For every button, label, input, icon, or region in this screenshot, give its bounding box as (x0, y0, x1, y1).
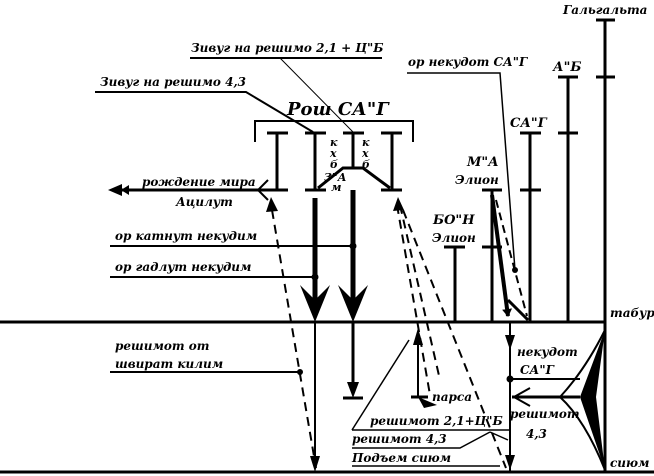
reshimot-right-num: 4,3 (526, 427, 547, 441)
sag-label: СА"Г (510, 116, 548, 131)
zivug-43-leader (95, 91, 314, 133)
kxb-right-x: х (361, 147, 369, 160)
nekudot-label: некудот (517, 345, 578, 359)
bon-eilon-sub: Элион (432, 231, 476, 245)
kxb-left-b: б (330, 158, 338, 171)
m-label: м (331, 181, 341, 194)
partzuf-sag (520, 131, 541, 322)
sium-label: сиюм (610, 456, 649, 470)
tabur-label: табур (610, 306, 654, 320)
ab-label: А"Б (552, 60, 581, 75)
or-gadlut-label: ор гадлут некудим (115, 260, 251, 274)
or-nekudot-dot (512, 267, 518, 273)
sefirot-beams (267, 131, 402, 192)
reshimot-43-left-label: решимот 4,3 (352, 432, 447, 446)
or-katnut-label: ор катнут некудим (115, 229, 257, 243)
reshimot-right-label: решимот (510, 407, 580, 421)
partzuf-galgalta (596, 18, 615, 472)
kxb-right-k: к (362, 136, 370, 149)
or-nekudot-sag-leader (407, 72, 516, 271)
galgalta-label: Гальгальта (562, 3, 647, 17)
podem-sium-label: Подъем сиюм (351, 451, 451, 465)
ma-descent-arrow (490, 194, 513, 317)
rosh-sag-label: Рош СА"Г (286, 99, 390, 120)
kxb-left-x: х (329, 147, 337, 160)
gadlut-arrowhead (300, 285, 330, 322)
shvirat-kilim-label: швират килим (115, 357, 223, 371)
birth-world-label: рождение мира (142, 175, 256, 189)
zivug-21-pointer (279, 57, 354, 133)
kxb-right-b: б (362, 158, 370, 171)
zivug-21-label: Зивуг на решимо 2,1 + Ц"Б (191, 41, 384, 55)
nekudot-sag-label: СА"Г (520, 363, 555, 377)
bon-eilon-label: БО"Н (432, 213, 475, 228)
dashed-arrows (271, 204, 507, 469)
za-label: З"А (324, 171, 347, 184)
ma-dashed (495, 199, 528, 317)
katnut-arrowhead (338, 285, 368, 322)
big-arrowhead-shape (580, 330, 605, 470)
parsa-label: парса (432, 390, 472, 404)
ma-diagonal (506, 298, 530, 322)
partzuf-bon-eilon (444, 245, 465, 322)
za-roof (317, 166, 391, 190)
reshimot-ot-label: решимот от (115, 339, 209, 353)
ma-eilon-sub: Элион (455, 173, 499, 187)
kxb-left-k: к (330, 136, 338, 149)
reshimot-21-label: решимот 2,1+Ц"Б (370, 414, 503, 428)
or-nekudot-sag-label: ор некудот СА"Г (408, 55, 528, 69)
ma-eilon-label: М"А (466, 155, 499, 170)
partzuf-ab (558, 75, 578, 322)
rosh-sag-bracket (254, 120, 414, 142)
atzilut-label: Ацилут (175, 195, 233, 209)
zivug-43-label: Зивуг на решимо 4,3 (100, 75, 246, 89)
